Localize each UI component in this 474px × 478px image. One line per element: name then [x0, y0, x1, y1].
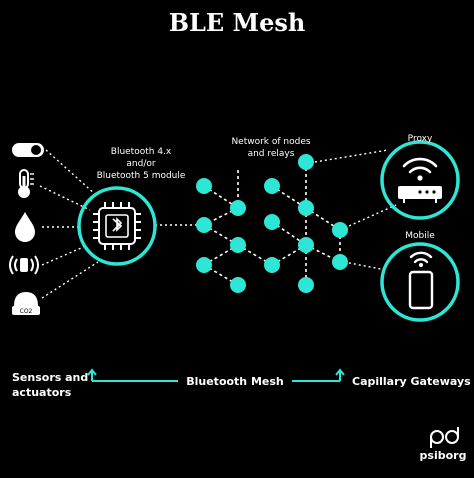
mesh-node	[332, 254, 348, 270]
mesh-node	[264, 178, 280, 194]
wifi-router-icon	[380, 140, 460, 220]
mesh-node	[196, 257, 212, 273]
mesh-node	[264, 257, 280, 273]
sensors-label: Sensors and actuators	[12, 371, 89, 399]
mesh-arrow	[87, 368, 345, 382]
psiborg-logo-text: psiborg	[419, 449, 467, 462]
psiborg-logo-icon	[430, 427, 459, 448]
mobile-label: Mobile	[405, 231, 435, 241]
network-label: Network of nodes and relays	[231, 137, 311, 159]
gateways-label: Capillary Gateways	[352, 375, 471, 388]
water-drop-icon	[15, 212, 35, 242]
proxy-label: Proxy	[407, 134, 433, 144]
smartphone-wifi-icon	[380, 242, 460, 322]
mesh-node	[230, 277, 246, 293]
diagram-title: BLE Mesh	[168, 8, 306, 37]
svg-text:CO2: CO2	[20, 308, 33, 315]
mesh-node	[298, 237, 314, 253]
toggle-switch-icon	[12, 143, 44, 157]
module-label: Bluetooth 4.x and/or Bluetooth 5 module	[96, 147, 186, 181]
mesh-nodes	[196, 154, 348, 293]
bluetooth-chip-icon	[77, 186, 157, 266]
mesh-arrow-label: Bluetooth Mesh	[186, 375, 284, 388]
mesh-node	[332, 222, 348, 238]
mesh-node	[196, 178, 212, 194]
mesh-node	[298, 154, 314, 170]
thermometer-icon	[18, 169, 34, 198]
mesh-node	[298, 277, 314, 293]
mesh-node	[230, 237, 246, 253]
co2-sensor-icon: CO2	[12, 292, 40, 315]
mesh-node	[264, 214, 280, 230]
gateway-connectors	[314, 149, 397, 271]
mesh-node	[230, 200, 246, 216]
sensor-connectors	[39, 149, 99, 299]
mesh-node	[196, 217, 212, 233]
vibration-sensor-icon	[9, 255, 39, 275]
mesh-node	[298, 200, 314, 216]
